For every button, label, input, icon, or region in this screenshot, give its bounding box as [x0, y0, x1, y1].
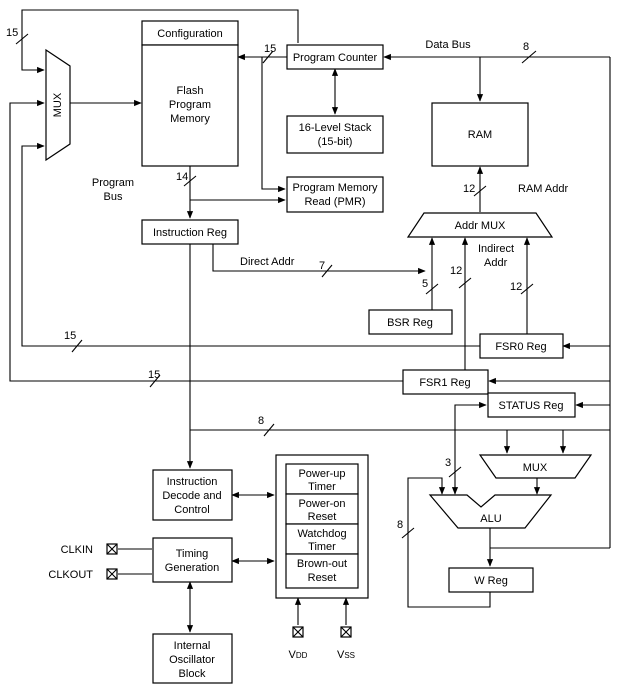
- data-bus-label: Data Bus: [425, 39, 471, 51]
- pmr-label-2: Read (PMR): [304, 196, 365, 208]
- configuration-block: Configuration: [141, 20, 239, 46]
- w-reg-block: W Reg: [448, 567, 534, 593]
- width-12-fsr1: 12: [450, 265, 462, 277]
- ram-block: RAM: [431, 102, 529, 167]
- connections: [9, 9, 611, 633]
- free-labels: Data Bus Program Bus RAM Addr Direct Add…: [92, 39, 569, 269]
- decode-label-2: Decode and: [162, 490, 221, 502]
- flash-label-3: Memory: [170, 113, 210, 125]
- bsr-reg-block: BSR Reg: [368, 309, 453, 335]
- stack-block: 16-Level Stack (15-bit): [286, 115, 384, 154]
- status-reg-label: STATUS Reg: [499, 400, 564, 412]
- watchdog-label-1: Watchdog: [297, 528, 346, 540]
- ram-label: RAM: [468, 129, 492, 141]
- program-counter-label: Program Counter: [293, 52, 378, 64]
- width-15-pc: 15: [264, 43, 276, 55]
- width-15-fsr0: 15: [64, 330, 76, 342]
- width-7: 7: [319, 260, 325, 272]
- brown-out-label-1: Brown-out: [297, 558, 347, 570]
- width-15-top: 15: [6, 27, 18, 39]
- vss-sub: SS: [344, 651, 355, 660]
- w-reg-label: W Reg: [474, 575, 508, 587]
- direct-addr-label: Direct Addr: [240, 256, 295, 268]
- indirect-addr-label-2: Addr: [484, 257, 508, 269]
- program-bus-label-2: Bus: [104, 191, 123, 203]
- power-on-label-2: Reset: [308, 511, 337, 523]
- alu-mux-label: MUX: [523, 462, 548, 474]
- flash-program-memory: Flash Program Memory: [141, 44, 239, 167]
- width-14: 14: [176, 171, 188, 183]
- alu-block: ALU: [428, 494, 553, 529]
- flash-label-1: Flash: [177, 85, 204, 97]
- internal-oscillator-block: Internal Oscillator Block: [152, 633, 233, 684]
- width-5: 5: [422, 278, 428, 290]
- clkin-label: CLKIN: [61, 544, 93, 556]
- addr-mux-label: Addr MUX: [455, 220, 506, 232]
- watchdog-label-2: Timer: [308, 541, 336, 553]
- instruction-reg-label: Instruction Reg: [153, 227, 227, 239]
- clkin-pin: CLKIN: [61, 543, 118, 556]
- addr-mux-block: Addr MUX: [406, 212, 554, 238]
- bsr-reg-label: BSR Reg: [387, 317, 433, 329]
- fsr0-reg-block: FSR0 Reg: [479, 333, 564, 359]
- width-3: 3: [445, 457, 451, 469]
- timing-label-1: Timing: [176, 548, 209, 560]
- left-mux-block: MUX: [45, 48, 71, 162]
- width-8-alu: 8: [397, 519, 403, 531]
- bus-slashes: [15, 33, 537, 539]
- stack-label-1: 16-Level Stack: [299, 122, 372, 134]
- width-8-databus: 8: [523, 41, 529, 53]
- indirect-addr-label-1: Indirect: [478, 243, 514, 255]
- vdd-label: VDD: [289, 649, 308, 661]
- oscillator-label-2: Oscillator: [169, 654, 215, 666]
- ram-addr-label: RAM Addr: [518, 183, 568, 195]
- flash-label-2: Program: [169, 99, 211, 111]
- fsr1-reg-block: FSR1 Reg: [402, 369, 489, 395]
- vss-main: V: [337, 649, 345, 661]
- alu-mux-block: MUX: [478, 454, 593, 479]
- power-up-label-2: Timer: [308, 481, 336, 493]
- width-15-fsr1: 15: [148, 369, 160, 381]
- width-12-fsr0: 12: [510, 281, 522, 293]
- clkout-label: CLKOUT: [48, 569, 93, 581]
- clkout-pin: CLKOUT: [48, 568, 118, 581]
- left-mux-label: MUX: [52, 92, 64, 117]
- power-on-label-1: Power-on: [298, 498, 345, 510]
- pmr-label-1: Program Memory: [293, 182, 378, 194]
- instruction-decode-block: Instruction Decode and Control: [152, 469, 233, 521]
- stack-label-2: (15-bit): [318, 136, 353, 148]
- instruction-reg-block: Instruction Reg: [141, 219, 239, 245]
- fsr1-reg-label: FSR1 Reg: [419, 377, 470, 389]
- power-up-label-1: Power-up: [298, 468, 345, 480]
- program-counter-block: Program Counter: [286, 44, 384, 70]
- fsr0-reg-label: FSR0 Reg: [495, 341, 546, 353]
- vdd-main: V: [289, 649, 297, 661]
- power-reset-group: Power-up Timer Power-on Reset Watchdog T…: [275, 454, 369, 599]
- status-reg-block: STATUS Reg: [487, 392, 576, 418]
- oscillator-label-3: Block: [179, 668, 206, 680]
- oscillator-label-1: Internal: [174, 640, 211, 652]
- vss-pin: VSS: [337, 626, 355, 661]
- vss-label: VSS: [337, 649, 355, 661]
- configuration-label: Configuration: [157, 28, 222, 40]
- alu-label: ALU: [480, 513, 501, 525]
- bus-width-labels: 15 15 8 14 12 7 5 12 12 15 15 8 3 8: [6, 27, 529, 531]
- decode-label-1: Instruction: [167, 476, 218, 488]
- vdd-pin: VDD: [289, 626, 308, 661]
- width-12-ram: 12: [463, 183, 475, 195]
- timing-generation-block: Timing Generation: [152, 537, 233, 583]
- program-bus-label-1: Program: [92, 177, 134, 189]
- width-8-mid: 8: [258, 415, 264, 427]
- brown-out-label-2: Reset: [308, 572, 337, 584]
- vdd-sub: DD: [296, 651, 308, 660]
- pmr-block: Program Memory Read (PMR): [286, 176, 384, 213]
- timing-label-2: Generation: [165, 562, 219, 574]
- decode-label-3: Control: [174, 504, 209, 516]
